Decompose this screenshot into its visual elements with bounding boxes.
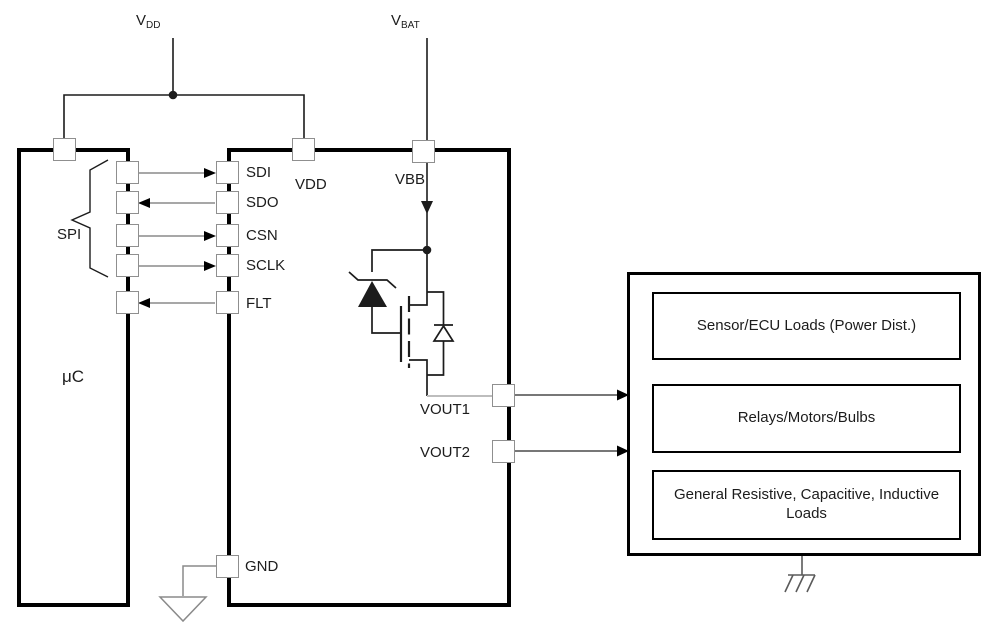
arrowhead-right-icon — [617, 445, 629, 457]
arrowhead-right-icon — [204, 168, 216, 178]
pin-mcu-sdi — [116, 161, 139, 184]
arrowhead-left-icon — [138, 198, 150, 208]
pin-mcu-sclk — [116, 254, 139, 277]
sdo-wire — [138, 198, 215, 208]
pin-ic-csn — [216, 224, 239, 247]
body-diode-icon — [427, 291, 455, 376]
sclk-wire — [139, 261, 216, 271]
pin-label-sclk: SCLK — [246, 257, 286, 274]
pin-ic-gnd — [216, 555, 239, 578]
loads-box: Sensor/ECU Loads (Power Dist.) Relays/Mo… — [627, 272, 981, 556]
vdd-supply-label: VDD — [136, 12, 161, 31]
pin-ic-vdd — [292, 138, 315, 161]
pin-ic-vout2 — [492, 440, 515, 463]
spi-group-label: SPI — [57, 226, 82, 243]
pin-label-vout2: VOUT2 — [420, 444, 471, 461]
flt-wire — [138, 298, 215, 308]
gnd-net — [158, 565, 217, 623]
pin-label-vdd: VDD — [295, 176, 327, 193]
pin-ic-sdo — [216, 191, 239, 214]
pin-mcu-sdo — [116, 191, 139, 214]
pin-ic-vout1 — [492, 384, 515, 407]
vbat-net — [421, 38, 433, 255]
pin-label-gnd: GND — [245, 558, 279, 575]
vout2-wire — [515, 445, 629, 457]
pin-label-vbb: VBB — [395, 171, 426, 188]
pin-ic-sdi — [216, 161, 239, 184]
vbat-supply-label: VBAT — [391, 12, 420, 31]
load-item-general-loads: General Resistive, Capacitive, Inductive… — [652, 470, 961, 540]
smart-switch-ic-box — [227, 148, 511, 607]
pin-label-csn: CSN — [246, 227, 278, 244]
pin-label-flt: FLT — [246, 295, 272, 312]
current-arrow-down-icon — [421, 201, 433, 214]
arrowhead-right-icon — [204, 231, 216, 241]
sdi-wire — [139, 168, 216, 178]
csn-wire — [139, 231, 216, 241]
arrowhead-right-icon — [204, 261, 216, 271]
mcu-label: μC — [62, 367, 85, 386]
pin-label-vout1: VOUT1 — [420, 401, 471, 418]
pin-mcu-flt — [116, 291, 139, 314]
arrowhead-right-icon — [617, 389, 629, 401]
vout1-wire — [427, 389, 629, 401]
ground-triangle-icon — [158, 596, 208, 623]
spi-brace-icon — [70, 159, 109, 278]
pin-ic-sclk — [216, 254, 239, 277]
pin-label-sdo: SDO — [246, 194, 279, 211]
load-item-sensor-ecu: Sensor/ECU Loads (Power Dist.) — [652, 292, 961, 360]
zener-diode-icon — [348, 249, 427, 334]
spi-signal-wires — [138, 168, 216, 308]
arrowhead-left-icon — [138, 298, 150, 308]
vdd-net — [63, 38, 305, 142]
pin-ic-vbb — [412, 140, 435, 163]
pin-mcu-vdd — [53, 138, 76, 161]
pin-label-sdi: SDI — [246, 164, 272, 181]
chassis-ground-icon — [784, 556, 816, 593]
pin-mcu-csn — [116, 224, 139, 247]
junction-dot — [168, 90, 178, 100]
pin-ic-flt — [216, 291, 239, 314]
microcontroller-box — [17, 148, 130, 607]
nmos-transistor-icon — [399, 250, 455, 396]
load-item-relays-motors-bulbs: Relays/Motors/Bulbs — [652, 384, 961, 453]
